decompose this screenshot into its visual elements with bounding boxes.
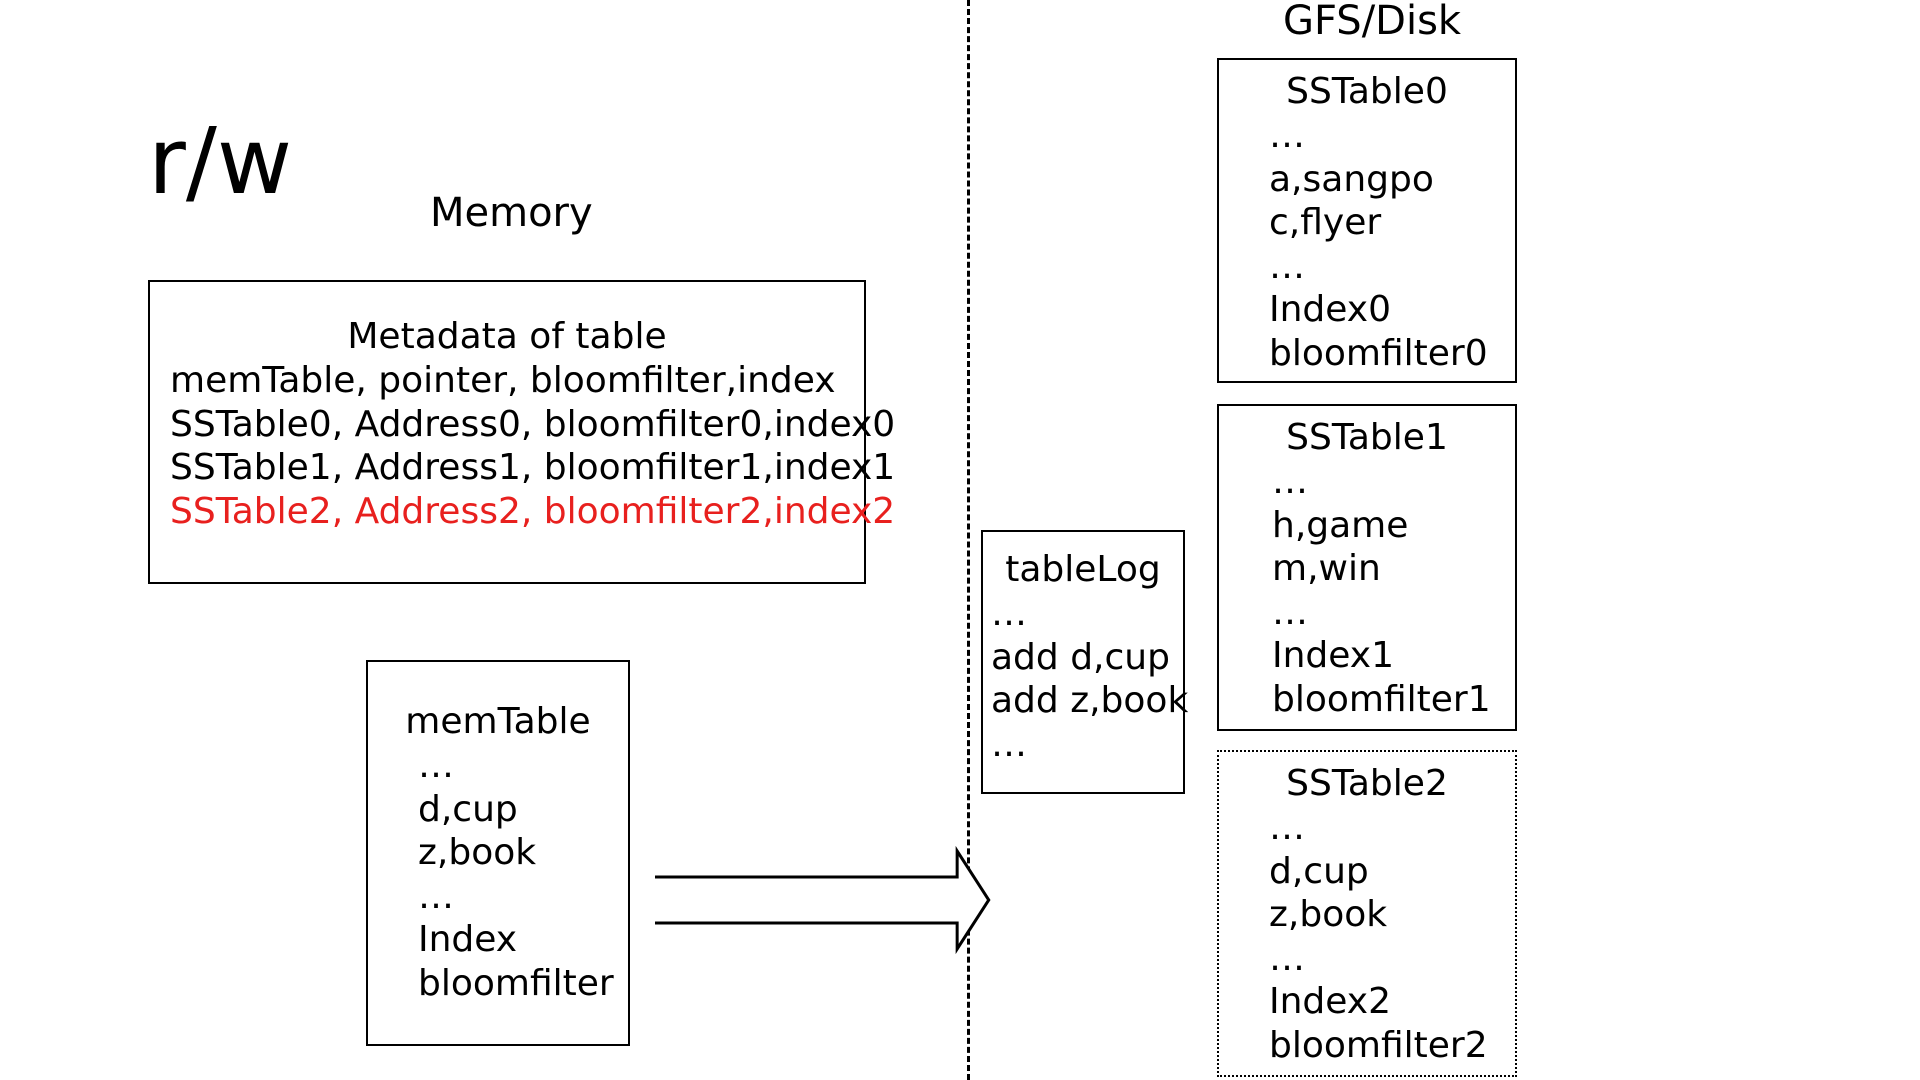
sstable-line: bloomfilter1 xyxy=(1272,678,1491,720)
memtable-box: memTable … d,cup z,book … Index bloomfil… xyxy=(366,660,630,1046)
metadata-row-index: index2 xyxy=(773,490,896,532)
metadata-rows: memTable, pointer, bloomfilter, index SS… xyxy=(170,359,895,534)
sstable-line: Index2 xyxy=(1269,981,1392,1022)
table-log-lines: … add d,cup add z,book … xyxy=(991,592,1188,766)
metadata-row-index: index1 xyxy=(773,447,896,488)
sstable-line: z,book xyxy=(1269,894,1388,935)
metadata-row-label: SSTable0, Address0, bloomfilter0, xyxy=(170,403,774,445)
sstable-line: … xyxy=(1269,807,1305,848)
sstable-line: bloomfilter2 xyxy=(1269,1024,1488,1066)
table-log-title: tableLog xyxy=(1005,549,1161,590)
table-log-line: … xyxy=(991,723,1027,765)
metadata-row-sstable2: SSTable2, Address2, bloomfilter2, index2 xyxy=(170,490,895,534)
sstable-line: Index0 xyxy=(1269,289,1392,330)
sstable-line: d,cup xyxy=(1269,850,1369,892)
metadata-row-label: SSTable2, Address2, bloomfilter2, xyxy=(170,490,774,532)
metadata-table-box: Metadata of table memTable, pointer, blo… xyxy=(148,280,895,584)
metadata-table-title: Metadata of table xyxy=(347,316,667,357)
sstable-line: m,win xyxy=(1272,548,1381,589)
memtable-lines: … d,cup z,book … Index bloomfilter xyxy=(418,744,614,1005)
sstable-line: a,sangpo xyxy=(1269,158,1434,200)
metadata-row-label: memTable, pointer, bloomfilter, xyxy=(170,360,738,401)
sstable-line: bloomfilter0 xyxy=(1269,332,1488,374)
sstable-line: c,flyer xyxy=(1269,202,1382,243)
metadata-row-memtable: memTable, pointer, bloomfilter, index xyxy=(170,359,836,403)
memtable-title: memTable xyxy=(405,701,591,742)
table-log-line: … xyxy=(991,593,1027,634)
sstable2-title: SSTable2 xyxy=(1286,763,1448,804)
memtable-line: d,cup xyxy=(418,788,518,830)
sstable1-title: SSTable1 xyxy=(1286,417,1448,458)
memtable-line: … xyxy=(418,745,454,786)
slide-title: r/w xyxy=(148,108,293,215)
sstable0-title: SSTable0 xyxy=(1286,71,1448,112)
metadata-row-label: SSTable1, Address1, bloomfilter1, xyxy=(170,447,774,488)
disk-label: GFS/Disk xyxy=(1283,0,1462,44)
memtable-line: z,book xyxy=(418,832,537,873)
memory-disk-divider xyxy=(967,0,970,1080)
sstable-line: h,game xyxy=(1272,504,1409,546)
memtable-line: Index xyxy=(418,919,518,960)
sstable-line: … xyxy=(1272,461,1308,502)
sstable0-lines: … a,sangpo c,flyer … Index0 bloomfilter0 xyxy=(1269,114,1488,375)
memtable-line: bloomfilter xyxy=(418,962,614,1004)
flush-arrow-icon xyxy=(655,845,995,955)
sstable-line: … xyxy=(1272,591,1308,633)
sstable1-lines: … h,game m,win … Index1 bloomfilter1 xyxy=(1272,460,1491,721)
sstable2-lines: … d,cup z,book … Index2 bloomfilter2 xyxy=(1269,806,1488,1067)
metadata-row-sstable1: SSTable1, Address1, bloomfilter1, index1 xyxy=(170,446,895,490)
table-log-box: tableLog … add d,cup add z,book … xyxy=(981,530,1188,794)
sstable-line: … xyxy=(1269,937,1305,979)
table-log-line: add d,cup xyxy=(991,636,1170,678)
table-log-line: add z,book xyxy=(991,680,1189,721)
sstable-line: … xyxy=(1269,245,1305,287)
sstable-line: … xyxy=(1269,115,1305,156)
memory-label: Memory xyxy=(430,190,593,236)
memtable-line: … xyxy=(418,875,454,917)
metadata-row-sstable0: SSTable0, Address0, bloomfilter0, index0 xyxy=(170,403,895,447)
sstable2-box: SSTable2 … d,cup z,book … Index2 bloomfi… xyxy=(1217,750,1517,1077)
sstable1-box: SSTable1 … h,game m,win … Index1 bloomfi… xyxy=(1217,404,1517,731)
sstable-line: Index1 xyxy=(1272,635,1395,676)
sstable0-box: SSTable0 … a,sangpo c,flyer … Index0 blo… xyxy=(1217,58,1517,383)
metadata-row-index: index0 xyxy=(773,403,896,445)
metadata-row-index: index xyxy=(737,360,836,401)
